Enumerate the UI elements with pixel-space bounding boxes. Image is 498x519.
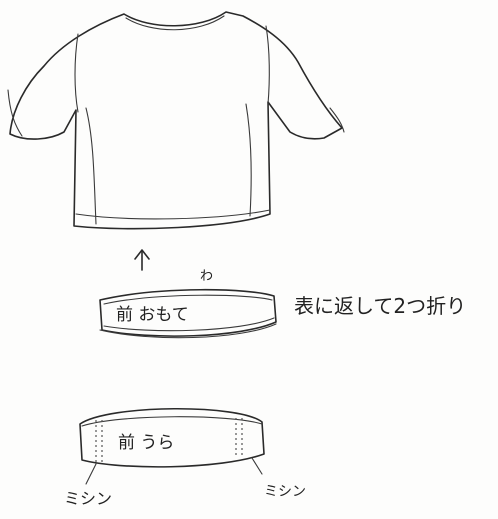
band-bottom-label: 前 うら bbox=[118, 433, 174, 453]
stitch-callouts: ミシン ミシン bbox=[64, 457, 306, 508]
stitch-label-right: ミシン bbox=[264, 484, 306, 500]
arrow-up-icon bbox=[134, 249, 150, 271]
waistband-folded: 前 おもて わ bbox=[99, 269, 277, 339]
fold-mark: わ bbox=[200, 269, 213, 284]
stitch-label-left: ミシン bbox=[64, 489, 112, 508]
fold-instruction: 表に返して2つ折り bbox=[294, 294, 466, 318]
tshirt-drawing bbox=[7, 11, 345, 230]
band-top-label: 前 おもて bbox=[116, 305, 189, 325]
waistband-inside-out: 前 うら bbox=[79, 407, 265, 468]
